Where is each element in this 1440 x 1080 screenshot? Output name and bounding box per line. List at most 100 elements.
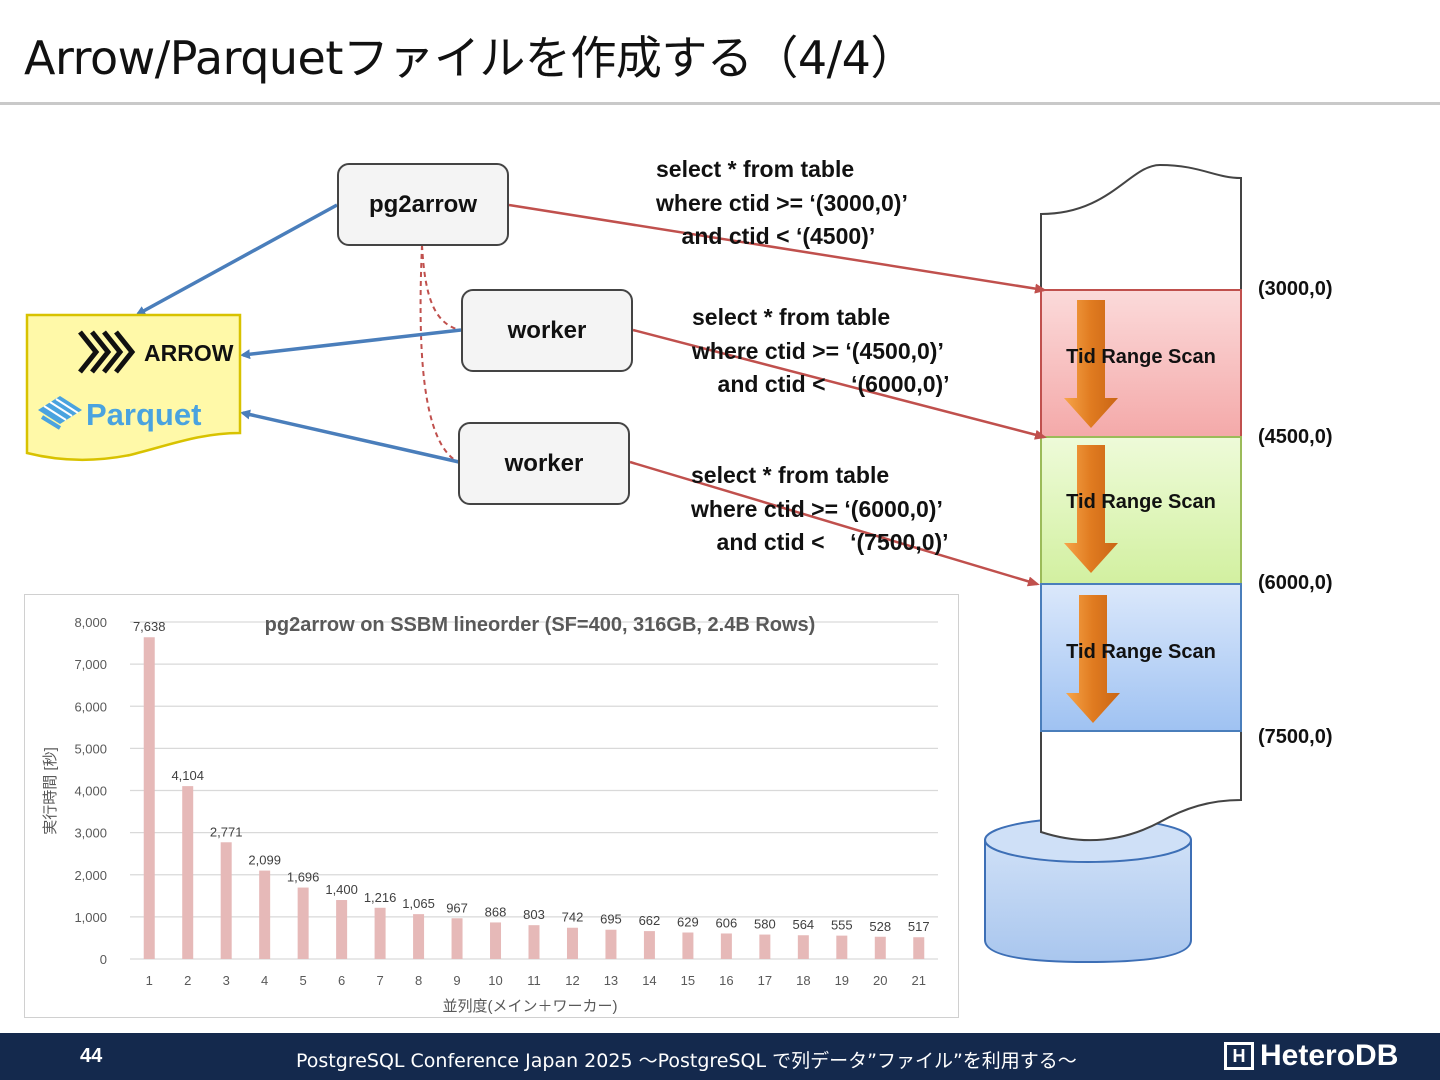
bar-value-label: 742 bbox=[562, 910, 584, 925]
arrow-parquet-file bbox=[25, 313, 242, 461]
bar-value-label: 629 bbox=[677, 915, 699, 930]
query-arrow bbox=[508, 203, 1047, 294]
bar-value-label: 1,696 bbox=[287, 870, 320, 885]
bar-value-label: 1,065 bbox=[402, 896, 435, 911]
bar-value-label: 803 bbox=[523, 907, 545, 922]
output-arrow bbox=[240, 409, 460, 464]
arrow-logo-icon bbox=[78, 330, 136, 374]
chart-bar bbox=[451, 918, 463, 959]
x-tick-label: 12 bbox=[565, 973, 579, 988]
scan-label: Tid Range Scan bbox=[1066, 641, 1216, 663]
x-tick-label: 21 bbox=[912, 973, 926, 988]
chart-bar bbox=[913, 937, 925, 959]
query-arrow bbox=[629, 460, 1040, 587]
title-divider bbox=[0, 102, 1440, 105]
scan-range-3000-4500 bbox=[1040, 289, 1242, 438]
x-tick-label: 2 bbox=[184, 973, 191, 988]
bar-value-label: 2,099 bbox=[248, 853, 281, 868]
scan-direction-arrow bbox=[1064, 445, 1118, 573]
bar-value-label: 606 bbox=[716, 915, 738, 930]
x-tick-label: 3 bbox=[223, 973, 230, 988]
x-tick-label: 8 bbox=[415, 973, 422, 988]
x-tick-label: 20 bbox=[873, 973, 887, 988]
bar-value-label: 868 bbox=[485, 904, 507, 919]
pg2arrow-node: pg2arrow bbox=[337, 163, 509, 246]
worker-spawn-line bbox=[419, 244, 461, 464]
x-tick-label: 17 bbox=[758, 973, 772, 988]
output-arrow bbox=[135, 203, 338, 316]
x-tick-label: 18 bbox=[796, 973, 810, 988]
y-tick-label: 7,000 bbox=[74, 657, 107, 672]
parquet-logo-icon bbox=[38, 396, 82, 430]
bar-value-label: 1,400 bbox=[325, 882, 358, 897]
bar-value-label: 517 bbox=[908, 919, 930, 934]
arrow-logo-text: ARROW bbox=[144, 340, 234, 366]
chart-bar bbox=[759, 934, 771, 959]
query-arrow bbox=[632, 328, 1047, 440]
x-tick-label: 11 bbox=[527, 973, 541, 988]
offset-label: (7500,0) bbox=[1258, 726, 1333, 748]
chart-bar bbox=[528, 925, 540, 959]
chart-x-axis-label: 並列度(メイン＋ワーカー) bbox=[443, 998, 618, 1015]
heterodb-logo-icon: H bbox=[1224, 1042, 1254, 1070]
bar-value-label: 4,104 bbox=[171, 768, 204, 783]
x-tick-label: 1 bbox=[146, 973, 153, 988]
chart-bar bbox=[643, 931, 655, 959]
scan-label: Tid Range Scan bbox=[1066, 491, 1216, 513]
bar-value-label: 967 bbox=[446, 900, 468, 915]
query-text-1: select * from table where ctid >= ‘(3000… bbox=[656, 156, 908, 249]
brand-name: HeteroDB bbox=[1260, 1039, 1399, 1072]
chart-bar bbox=[490, 922, 502, 959]
bar-value-label: 555 bbox=[831, 918, 853, 933]
x-tick-label: 16 bbox=[719, 973, 733, 988]
offset-label: (4500,0) bbox=[1258, 426, 1333, 448]
bar-value-label: 695 bbox=[600, 912, 622, 927]
worker-spawn-line bbox=[421, 244, 464, 332]
parquet-logo-text: Parquet bbox=[86, 397, 201, 432]
bar-value-label: 528 bbox=[869, 919, 891, 934]
footer-bar bbox=[0, 1033, 1440, 1080]
footer-text: PostgreSQL Conference Japan 2025 ～Postgr… bbox=[296, 1050, 1077, 1072]
chart-bar bbox=[797, 935, 809, 959]
worker-node-1: worker bbox=[461, 289, 633, 372]
chart-bar bbox=[682, 932, 694, 959]
chart-bar bbox=[220, 842, 232, 959]
chart-bar bbox=[182, 786, 194, 959]
x-tick-label: 4 bbox=[261, 973, 268, 988]
brand-logo: H HeteroDB bbox=[1224, 1039, 1398, 1073]
bar-value-label: 2,771 bbox=[210, 824, 243, 839]
x-tick-label: 14 bbox=[642, 973, 656, 988]
y-tick-label: 4,000 bbox=[74, 784, 107, 799]
chart-bar bbox=[566, 927, 578, 959]
query-text-2: select * from table where ctid >= ‘(4500… bbox=[692, 304, 950, 397]
bar-value-label: 1,216 bbox=[364, 890, 397, 905]
y-tick-label: 1,000 bbox=[74, 910, 107, 925]
scan-label: Tid Range Scan bbox=[1066, 346, 1216, 368]
x-tick-label: 7 bbox=[376, 973, 383, 988]
output-arrow bbox=[240, 328, 462, 360]
chart-y-axis-label: 実行時間 [秒] bbox=[42, 747, 59, 835]
y-tick-label: 3,000 bbox=[74, 826, 107, 841]
chart-bar bbox=[874, 936, 886, 959]
query-text-3: select * from table where ctid >= ‘(6000… bbox=[691, 462, 949, 555]
offset-label: (6000,0) bbox=[1258, 572, 1333, 594]
bar-value-label: 564 bbox=[792, 917, 814, 932]
chart-bar bbox=[605, 929, 617, 959]
chart-bar bbox=[374, 907, 386, 959]
y-tick-label: 0 bbox=[100, 952, 107, 967]
offset-label: (3000,0) bbox=[1258, 278, 1333, 300]
chart-bar bbox=[336, 900, 348, 959]
chart-bar bbox=[720, 933, 732, 959]
worker-node-2: worker bbox=[458, 422, 630, 505]
y-tick-label: 8,000 bbox=[74, 615, 107, 630]
chart-bar bbox=[143, 637, 155, 959]
scan-range-6000-7500 bbox=[1040, 583, 1242, 732]
bar-value-label: 662 bbox=[639, 913, 661, 928]
x-tick-label: 13 bbox=[604, 973, 618, 988]
bar-value-label: 7,638 bbox=[133, 619, 166, 634]
page-number: 44 bbox=[80, 1045, 103, 1067]
bar-chart: 01,0002,0003,0004,0005,0006,0007,0008,00… bbox=[42, 614, 938, 1015]
chart-bar bbox=[259, 870, 271, 959]
x-tick-label: 10 bbox=[488, 973, 502, 988]
